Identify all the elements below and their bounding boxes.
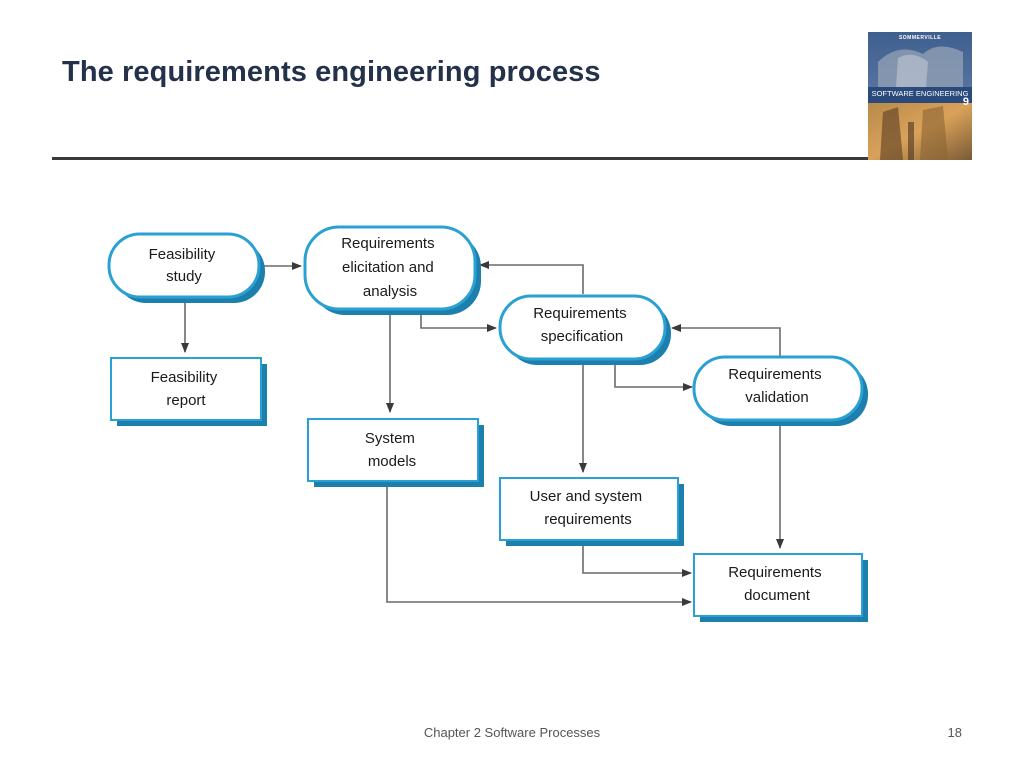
document-system-models-label: System models (365, 430, 419, 470)
document-requirements-document-label: Requirements document (728, 564, 826, 604)
activity-requirements-specification: Requirements specification (498, 294, 671, 365)
document-requirements-document: Requirements document (693, 553, 868, 622)
cover-edition: 9 (962, 96, 969, 108)
arrow-validation-to-specification (671, 324, 781, 356)
document-feasibility-report: Feasibility report (110, 357, 267, 426)
book-cover-image: SOMMERVILLE SOFTWARE ENGINEERING 9 (868, 32, 972, 160)
cover-title: SOFTWARE ENGINEERING (871, 89, 969, 98)
document-system-models: System models (307, 418, 484, 487)
arrow-models-to-document (386, 480, 692, 606)
document-feasibility-report-label: Feasibility report (151, 369, 222, 409)
arrow-specification-to-validation (614, 358, 693, 391)
slide-footer: Chapter 2 Software Processes (423, 725, 601, 740)
document-user-system-requirements-label: User and system requirements (530, 488, 647, 528)
activity-feasibility-study-label: Feasibility study (149, 246, 220, 285)
book-cover-art (868, 32, 972, 160)
title-divider (52, 157, 870, 160)
cover-brand: SOMMERVILLE (898, 35, 942, 41)
activity-elicitation-analysis: Requirements elicitation and analysis (303, 225, 481, 315)
document-user-system-requirements: User and system requirements (499, 477, 684, 546)
page-number: 18 (947, 725, 962, 740)
arrow-specification-to-elicitation (479, 261, 584, 294)
activity-feasibility-study: Feasibility study (107, 232, 265, 303)
activity-elicitation-analysis-label: Requirements elicitation and analysis (341, 235, 439, 300)
slide-title: The requirements engineering process (62, 56, 601, 88)
activity-requirements-validation: Requirements validation (692, 355, 868, 426)
activity-requirements-validation-label: Requirements validation (728, 366, 826, 406)
arrow-user-reqs-to-document (582, 540, 692, 577)
activity-requirements-specification-label: Requirements specification (533, 305, 631, 345)
